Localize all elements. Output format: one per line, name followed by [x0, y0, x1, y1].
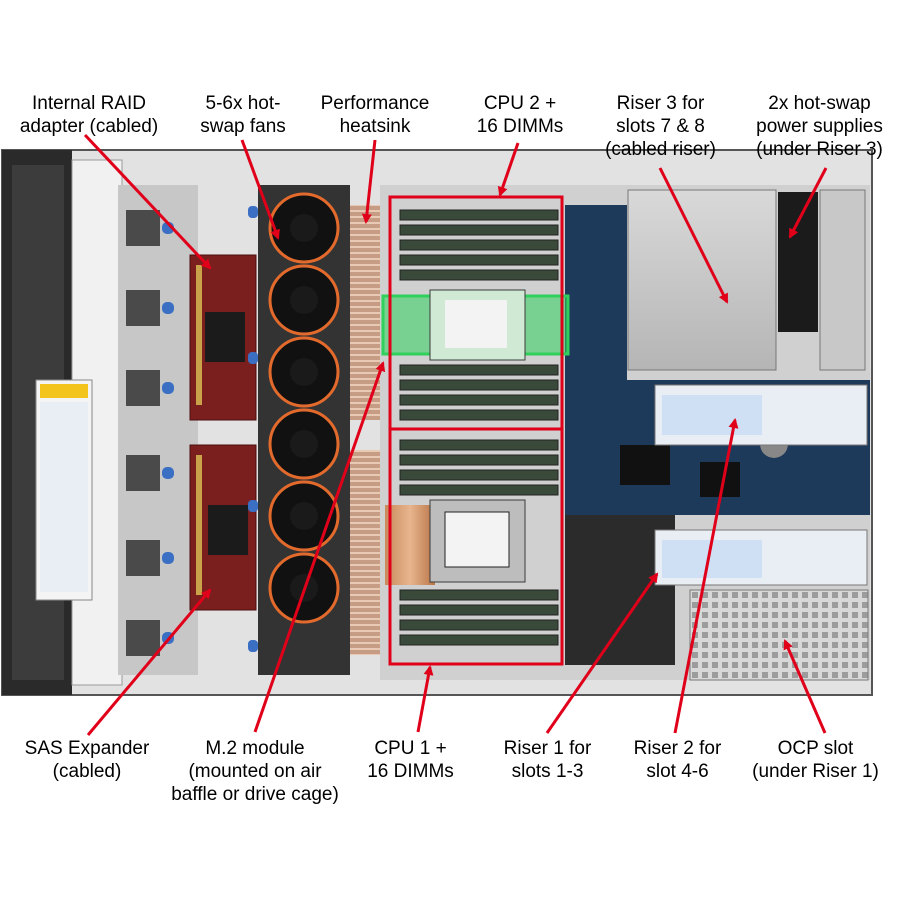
cpu1-heatsink [385, 499, 526, 585]
label-m2-module: M.2 module (mounted on air baffle or dri… [171, 738, 339, 805]
label-riser3: Riser 3 for slots 7 & 8 (cabled riser) [605, 93, 716, 160]
psu-bay [627, 189, 866, 371]
fan-cage [248, 185, 350, 675]
label-sas-expander: SAS Expander (cabled) [24, 738, 150, 782]
label-riser2: Riser 2 for slot 4-6 [633, 738, 722, 782]
label-fans: 5-6x hot- swap fans [200, 93, 286, 137]
label-cpu2: CPU 2 + 16 DIMMs [476, 93, 564, 137]
drive-backplane [118, 185, 198, 675]
callout-arrows [83, 133, 828, 736]
label-psu: 2x hot-swap power supplies (under Riser … [756, 93, 883, 160]
cpu-highlight-boxes [388, 195, 564, 666]
label-internal-raid: Internal RAID adapter (cabled) [19, 93, 159, 137]
riser-cages [654, 384, 869, 681]
dimm-slots [399, 209, 559, 646]
label-ocp: OCP slot (under Riser 1) [752, 738, 879, 782]
label-riser1: Riser 1 for slots 1-3 [503, 738, 592, 782]
label-heatsink: Performance heatsink [320, 93, 430, 137]
raid-and-sas-boards [189, 254, 257, 611]
label-cpu1: CPU 1 + 16 DIMMs [367, 738, 454, 782]
heatsink-fins [350, 205, 380, 655]
cpu2-heatsink [381, 289, 570, 361]
